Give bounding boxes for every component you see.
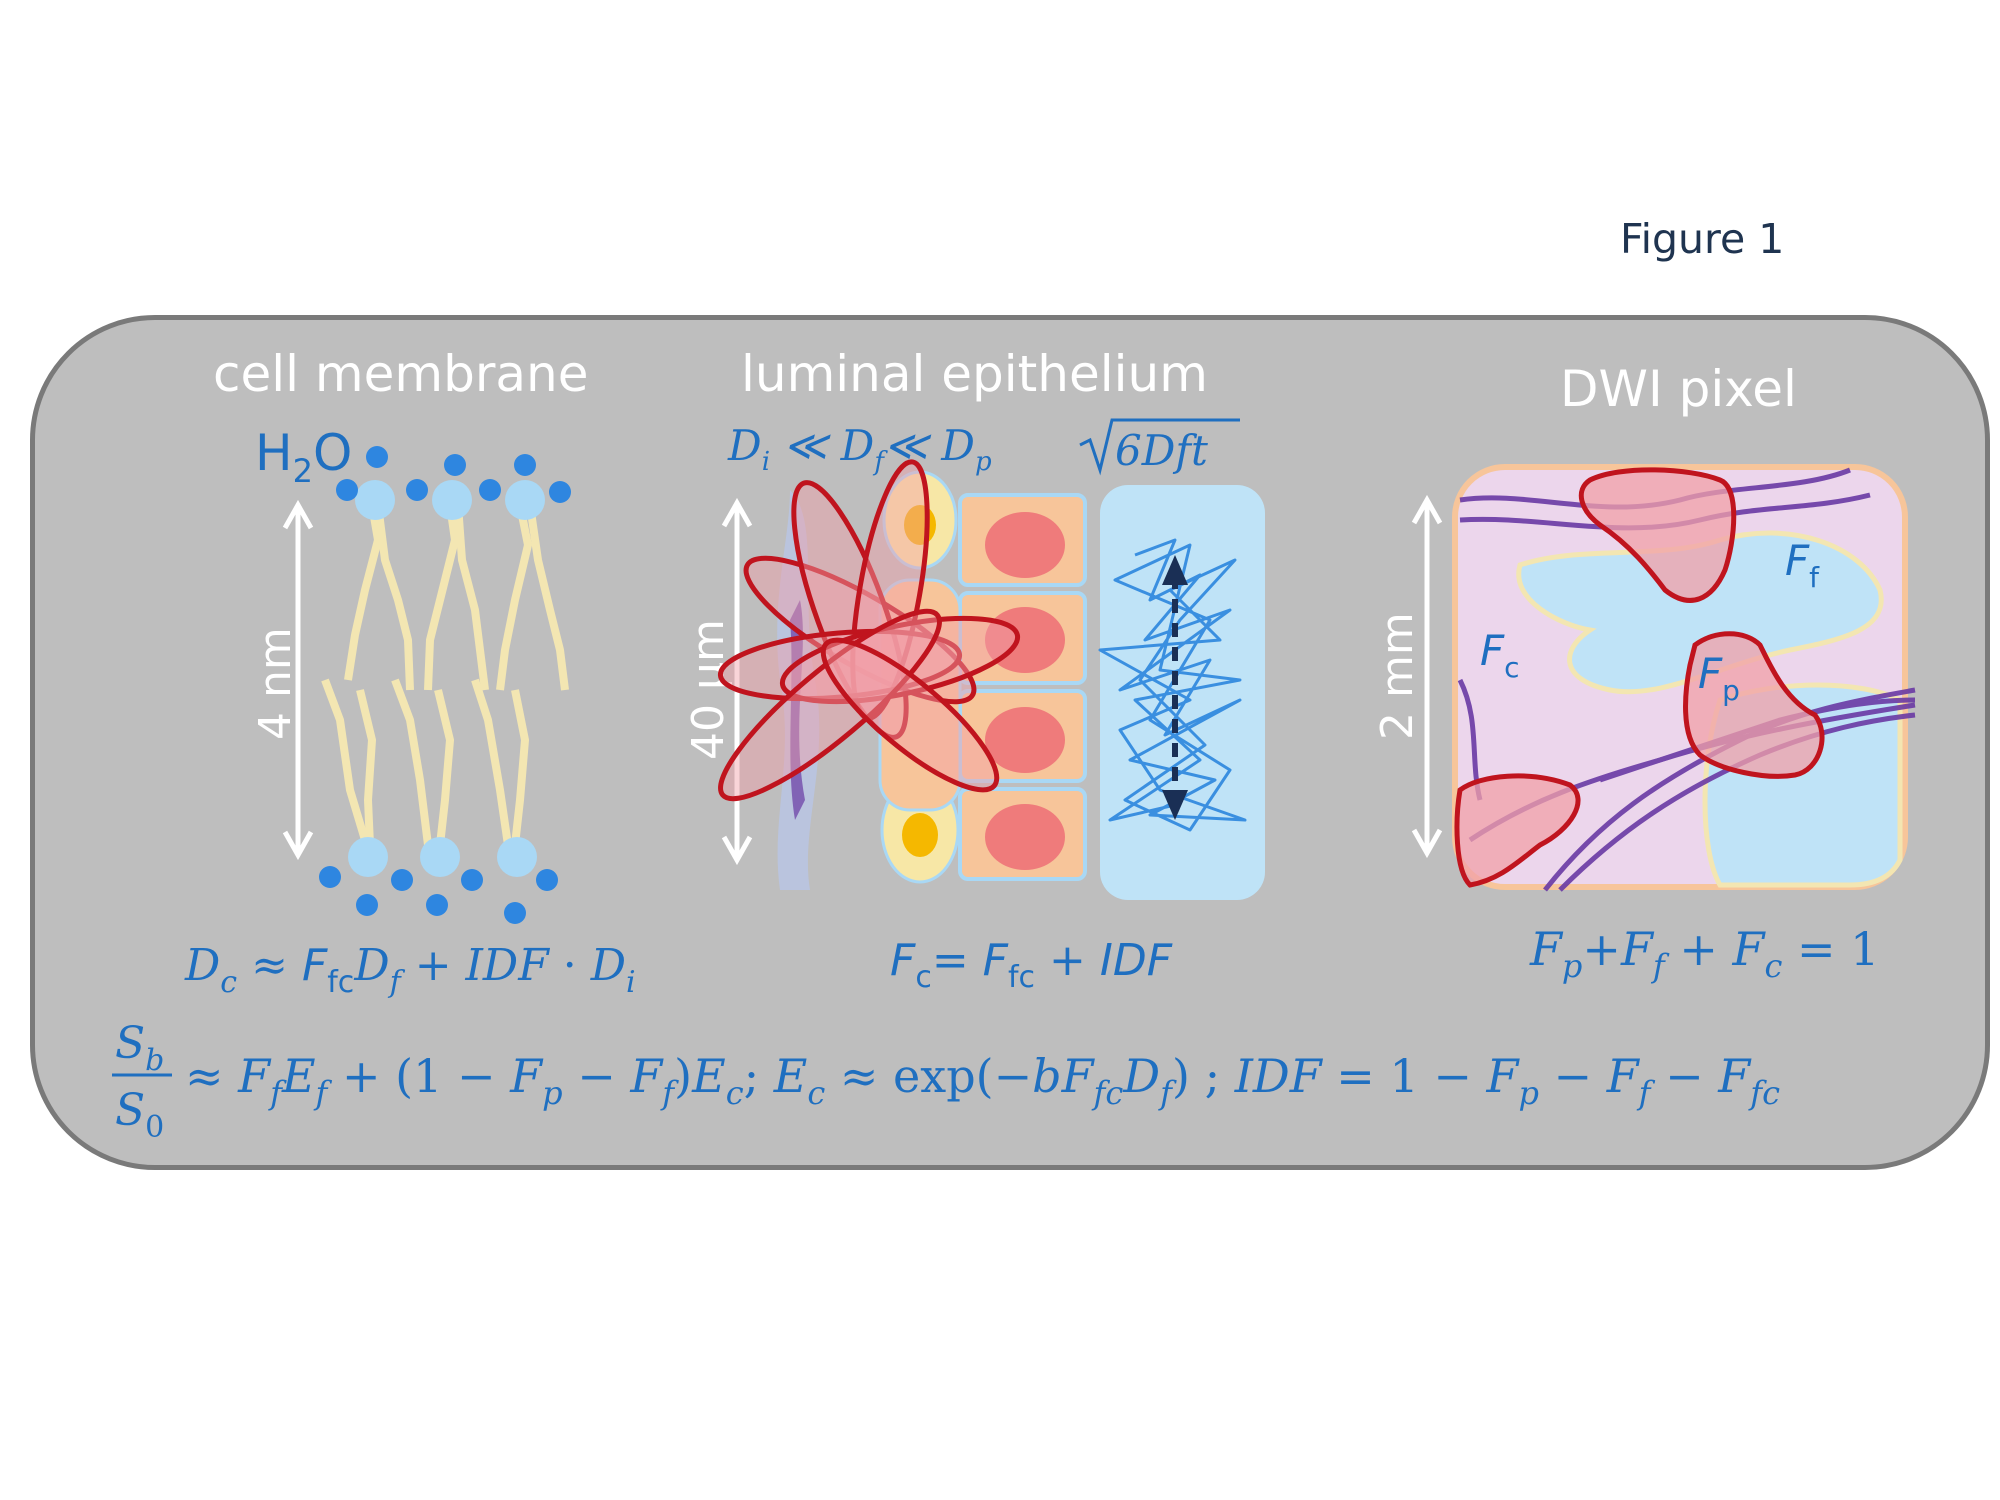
- pixel-diagram: 2 mm Ff Fc Fp: [1372, 464, 1916, 892]
- basal-layer: [777, 470, 960, 890]
- figure-label: Figure 1: [1620, 215, 1785, 263]
- perfusion-blobs: [1454, 467, 1825, 888]
- title-luminal-epithelium: luminal epithelium: [741, 345, 1208, 403]
- lower-lipid-tails: [321, 678, 529, 846]
- membrane-scale-label: 4 nm: [250, 627, 301, 740]
- title-dwi-pixel: DWI pixel: [1560, 360, 1797, 418]
- lipid-heads: [348, 480, 545, 877]
- epithelium-diagram: Di ≪ Df≪ Dp 6Dft 40 µm: [683, 418, 1265, 900]
- equations: Dc ≈ FfcDf + IDF · Di Fc= Ffc + IDF Fp+F…: [112, 922, 1879, 1145]
- svg-text:Sb: Sb: [115, 1018, 164, 1078]
- svg-text:6Dft: 6Dft: [1115, 426, 1208, 475]
- equation-sum: Fp+Ff + Fc = 1: [1529, 922, 1879, 985]
- epithelium-scale-label: 40 µm: [683, 619, 734, 760]
- membrane-diagram: H2O 4 nm: [250, 424, 571, 924]
- label-fc: Fc: [1480, 626, 1520, 684]
- lumen: [1100, 485, 1265, 900]
- random-walk-path: [1098, 538, 1247, 832]
- membrane-scale-arrow: [282, 499, 314, 861]
- water-label: H2O: [255, 424, 352, 490]
- title-cell-membrane: cell membrane: [213, 345, 589, 403]
- label-fp: Fp: [1698, 649, 1740, 707]
- pixel-scale-arrow: [1411, 494, 1443, 859]
- signal-ratio: Sb S0: [112, 1018, 172, 1145]
- diffusion-length-formula: 6Dft: [1079, 418, 1240, 476]
- fiber-ellipses: [717, 459, 1021, 802]
- svg-text:S0: S0: [115, 1085, 164, 1145]
- diffusion-length-arrow: [1162, 555, 1188, 820]
- upper-lipid-tails: [344, 504, 569, 691]
- diffusivity-relation: Di ≪ Df≪ Dp: [727, 421, 992, 477]
- equation-fc: Fc= Ffc + IDF: [890, 935, 1173, 995]
- pixel-scale-label: 2 mm: [1372, 612, 1423, 740]
- epithelial-cells: [878, 493, 1087, 881]
- equation-dc: Dc ≈ FfcDf + IDF · Di: [184, 940, 636, 1000]
- water-dots: [319, 446, 571, 924]
- equation-main: ≈ FfEf + (1 − Fp − Ff)Ec; Ec ≈ exp(−bFfc…: [185, 1049, 1780, 1112]
- label-ff: Ff: [1785, 536, 1820, 594]
